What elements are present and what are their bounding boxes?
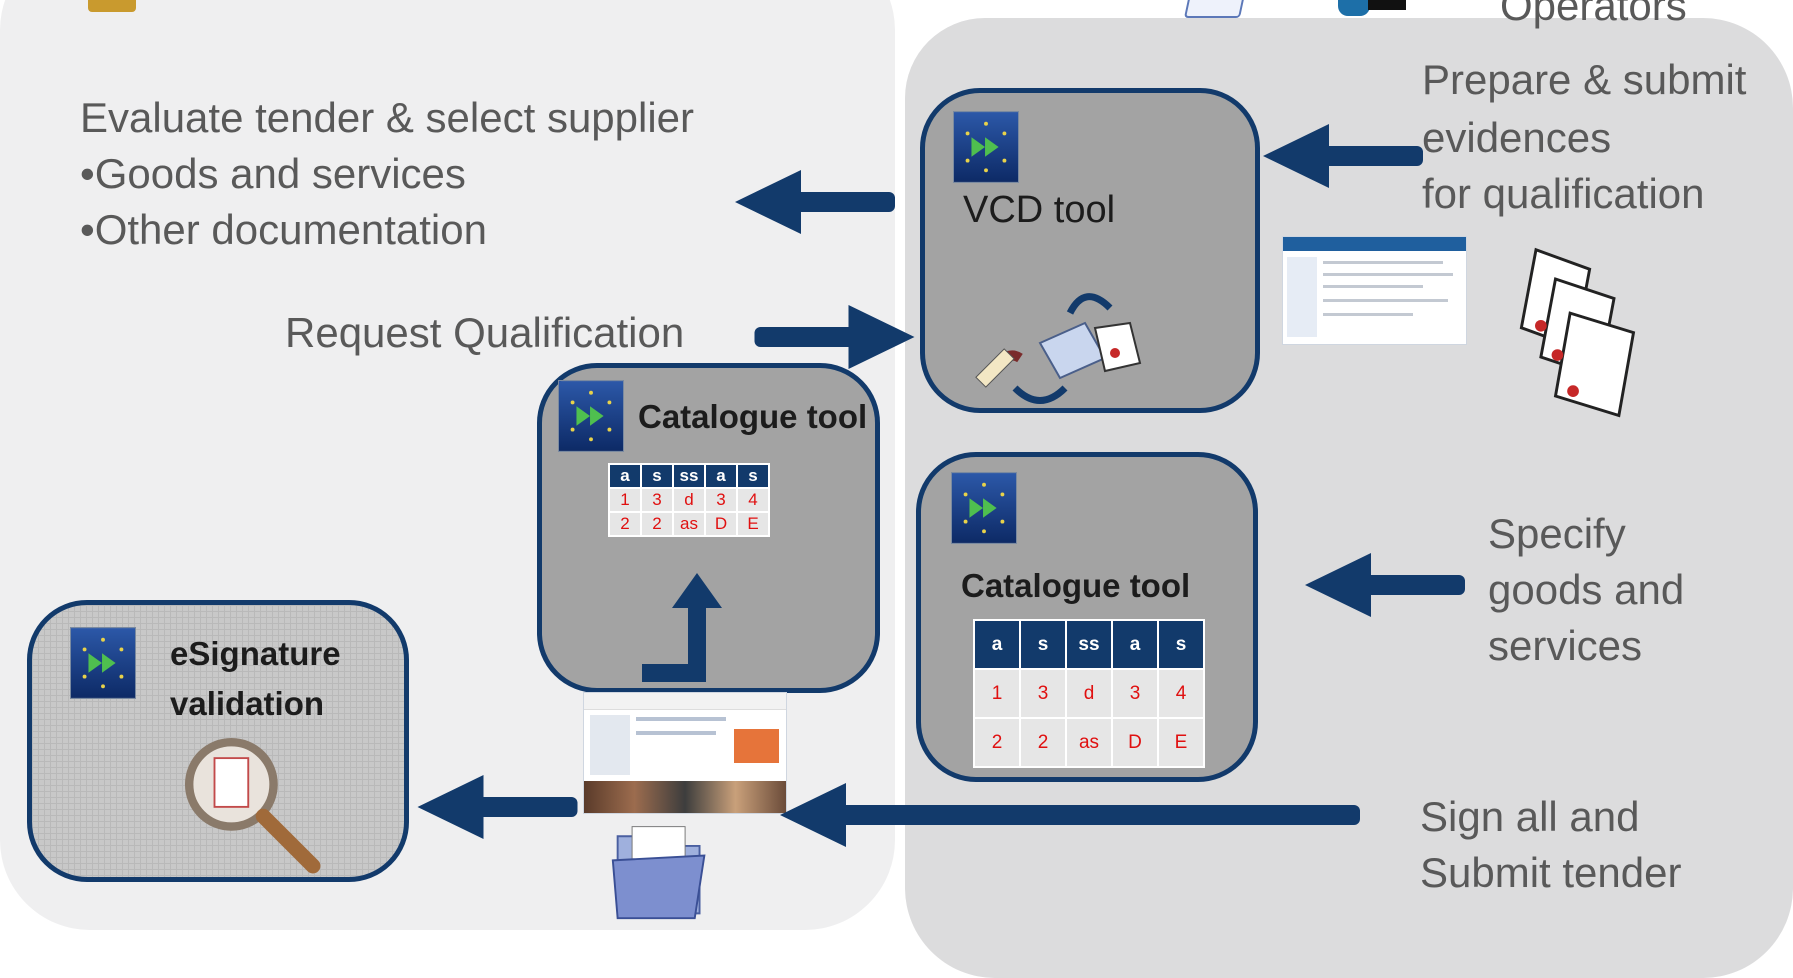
eu-tool-logo-icon	[953, 111, 1019, 183]
catalogue-tool-box-large[interactable]: Catalogue tool a s ss a s 1 3 d 3 4 2 2 …	[916, 452, 1258, 782]
document-icon	[1183, 0, 1249, 18]
request-qualification-label: Request Qualification	[285, 309, 685, 356]
table-cell: as	[1067, 719, 1111, 766]
table-cell: 4	[738, 489, 768, 511]
table-header: s	[738, 465, 768, 487]
table-header: a	[706, 465, 736, 487]
return-arrow-icon	[642, 573, 722, 682]
qualification-screenshot-thumbnail	[1282, 236, 1467, 345]
table-cell: 2	[1021, 719, 1065, 766]
vcd-tool-title: VCD tool	[963, 189, 1116, 231]
eu-tool-logo-icon	[558, 380, 624, 452]
arrow-to-catalogue	[1305, 553, 1465, 617]
goods-bullet: •Goods and services	[80, 150, 466, 197]
prepare-line-1: Prepare & submit	[1422, 56, 1747, 103]
table-cell: d	[1067, 670, 1111, 717]
table-row: 2 2 as D E	[610, 513, 768, 535]
esignature-title-line-1: eSignature	[170, 635, 341, 672]
table-cell: 3	[642, 489, 672, 511]
table-header: s	[1159, 621, 1203, 668]
portal-screenshot-thumbnail	[583, 692, 787, 814]
server-icon	[1338, 0, 1408, 20]
arrow-to-evaluate	[735, 170, 895, 234]
table-cell: D	[1113, 719, 1157, 766]
table-cell: 1	[610, 489, 640, 511]
catalogue-tool-title: Catalogue tool	[638, 398, 868, 435]
table-header: ss	[1067, 621, 1111, 668]
esignature-title-line-2: validation	[170, 685, 325, 722]
table-row: 2 2 as D E	[975, 719, 1203, 766]
table-cell: 2	[975, 719, 1019, 766]
documents-stack-icon	[1519, 247, 1636, 418]
table-header: a	[610, 465, 640, 487]
table-cell: 3	[1021, 670, 1065, 717]
table-header: a	[1113, 621, 1157, 668]
arrow-to-esignature	[417, 775, 578, 839]
sign-line-1: Sign all and	[1420, 793, 1640, 840]
table-cell: 4	[1159, 670, 1203, 717]
evaluate-heading: Evaluate tender & select supplier	[80, 94, 695, 141]
table-cell: E	[1159, 719, 1203, 766]
arrow-request-qualification	[754, 305, 915, 369]
table-cell: d	[674, 489, 704, 511]
table-cell: as	[674, 513, 704, 535]
top-left-icon	[88, 0, 136, 12]
table-row: 1 3 d 3 4	[975, 670, 1203, 717]
eu-tool-logo-icon	[70, 627, 136, 699]
catalogue-tool-title: Catalogue tool	[961, 567, 1191, 604]
arrow-submit-tender	[780, 783, 1360, 847]
prepare-line-3: for qualification	[1422, 170, 1705, 217]
prepare-line-2: evidences	[1422, 114, 1612, 161]
table-header: a	[975, 621, 1019, 668]
sign-line-2: Submit tender	[1420, 849, 1682, 896]
magnifier-icon	[184, 737, 321, 874]
table-cell: 3	[1113, 670, 1157, 717]
operators-label: Operators	[1500, 0, 1687, 29]
catalogue-table: a s ss a s 1 3 d 3 4 2 2 as D E	[608, 463, 770, 537]
esignature-validation-box[interactable]: eSignature validation	[27, 600, 409, 882]
table-row: 1 3 d 3 4	[610, 489, 768, 511]
table-cell: D	[706, 513, 736, 535]
vcd-tool-box[interactable]: VCD tool	[920, 88, 1260, 413]
catalogue-table: a s ss a s 1 3 d 3 4 2 2 as D E	[973, 619, 1205, 768]
table-cell: 1	[975, 670, 1019, 717]
specify-line-1: Specify	[1488, 510, 1626, 557]
table-header: ss	[674, 465, 704, 487]
table-cell: 2	[642, 513, 672, 535]
catalogue-tool-box-small[interactable]: Catalogue tool a s ss a s 1 3 d 3 4 2 2 …	[537, 363, 880, 693]
table-cell: E	[738, 513, 768, 535]
table-cell: 3	[706, 489, 736, 511]
arrow-to-vcd	[1263, 124, 1423, 188]
eu-tool-logo-icon	[951, 472, 1017, 544]
specify-line-3: services	[1488, 622, 1643, 669]
table-header: s	[1021, 621, 1065, 668]
documentation-bullet: •Other documentation	[80, 206, 487, 253]
table-cell: 2	[610, 513, 640, 535]
folder-icon	[611, 826, 706, 920]
specify-line-2: goods and	[1488, 566, 1685, 613]
table-header: s	[642, 465, 672, 487]
certificates-cycle-icon	[975, 293, 1142, 404]
